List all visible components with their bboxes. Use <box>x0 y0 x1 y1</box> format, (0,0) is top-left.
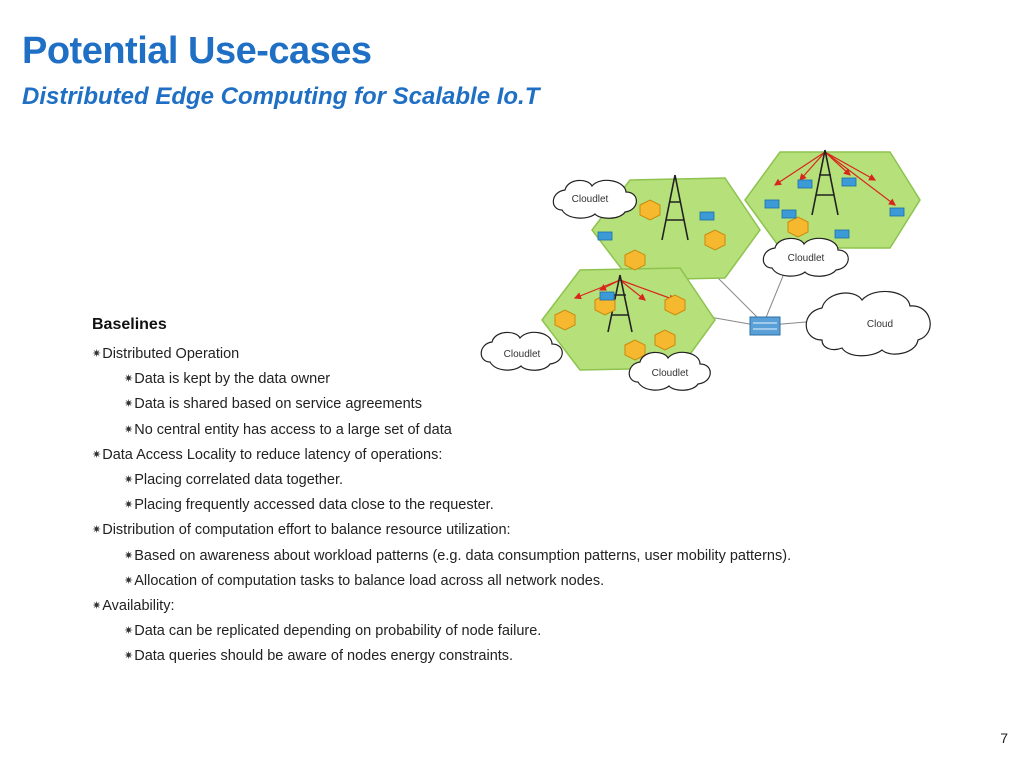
cloudlet-label: Cloudlet <box>571 194 609 205</box>
sub-bullet-item: ✷Placing correlated data together. <box>92 468 932 493</box>
bullet-star-icon: ✷ <box>124 373 134 386</box>
cloudlet-cloud-bottom <box>628 351 711 391</box>
iot-device-icon <box>597 177 905 301</box>
bullet-text: Placing correlated data together. <box>134 471 343 488</box>
cloudlet-cloud-top-right <box>762 237 849 277</box>
bullet-text: Data can be replicated depending on prob… <box>134 623 542 640</box>
server-rack-icon <box>749 316 781 336</box>
sub-bullet-item: ✷No central entity has access to a large… <box>92 418 932 443</box>
page-number: 7 <box>1000 730 1008 746</box>
edge-computing-diagram: Cloudlet Cloudlet Cloudlet Cloudlet Clou… <box>470 140 970 400</box>
bullet-text: Allocation of computation tasks to balan… <box>134 572 605 589</box>
sub-bullet-item: ✷Data queries should be aware of nodes e… <box>92 644 932 669</box>
bullet-text: Data Access Locality to reduce latency o… <box>102 446 443 463</box>
bullet-star-icon: ✷ <box>124 549 134 562</box>
slide-title: Potential Use-cases <box>22 30 372 72</box>
baselines-section: Baselines ✷Distributed Operation✷Data is… <box>92 316 932 669</box>
bullet-text: Distribution of computation effort to ba… <box>102 522 511 539</box>
bullet-star-icon: ✷ <box>124 574 134 587</box>
sub-bullet-item: ✷Allocation of computation tasks to bala… <box>92 569 932 594</box>
bullet-star-icon: ✷ <box>124 398 134 411</box>
cloudlet-cloud-top-left <box>552 179 637 219</box>
bullet-item: ✷Availability: <box>92 594 932 619</box>
bullet-text: Data is kept by the data owner <box>134 371 331 388</box>
bullet-item: ✷Data Access Locality to reduce latency … <box>92 443 932 468</box>
sub-bullet-item: ✷Data is shared based on service agreeme… <box>92 392 932 417</box>
bullet-list: ✷Distributed Operation✷Data is kept by t… <box>92 342 932 669</box>
bullet-star-icon: ✷ <box>92 599 102 612</box>
cloudlet-cloud-left <box>480 331 563 371</box>
bullet-text: Data queries should be aware of nodes en… <box>134 648 514 665</box>
bullet-star-icon: ✷ <box>92 524 102 537</box>
signal-arrows <box>573 151 896 302</box>
bullet-text: Distributed Operation <box>102 346 240 362</box>
sub-bullet-item: ✷Data can be replicated depending on pro… <box>92 619 932 644</box>
bullet-star-icon: ✷ <box>124 423 134 436</box>
bullet-star-icon: ✷ <box>124 650 134 663</box>
baselines-heading: Baselines <box>92 316 167 333</box>
slide-subtitle: Distributed Edge Computing for Scalable … <box>22 83 540 110</box>
bullet-text: Placing frequently accessed data close t… <box>134 497 494 514</box>
bullet-text: Based on awareness about workload patter… <box>134 547 792 564</box>
cloud-shapes <box>480 179 931 391</box>
bullet-item: ✷Distributed Operation <box>92 342 932 367</box>
cloud-label: Cloud <box>866 319 894 330</box>
sub-bullet-item: ✷Based on awareness about workload patte… <box>92 544 932 569</box>
cloudlet-label: Cloudlet <box>503 349 541 360</box>
bullet-text: Data is shared based on service agreemen… <box>134 396 422 413</box>
bullet-star-icon: ✷ <box>124 625 134 638</box>
network-diagram-svg <box>480 149 931 391</box>
sub-bullet-item: ✷Data is kept by the data owner <box>92 367 932 392</box>
bullet-star-icon: ✷ <box>124 499 134 512</box>
bullet-text: No central entity has access to a large … <box>134 421 452 438</box>
bullet-star-icon: ✷ <box>92 448 102 461</box>
bullet-item: ✷Distribution of computation effort to b… <box>92 518 932 543</box>
cloudlet-label: Cloudlet <box>651 368 689 379</box>
bullet-text: Availability: <box>102 597 175 614</box>
sub-bullet-item: ✷Placing frequently accessed data close … <box>92 493 932 518</box>
bullet-star-icon: ✷ <box>92 348 102 360</box>
main-cloud <box>805 290 931 357</box>
bullet-star-icon: ✷ <box>124 473 134 486</box>
cloudlet-label: Cloudlet <box>787 253 825 264</box>
